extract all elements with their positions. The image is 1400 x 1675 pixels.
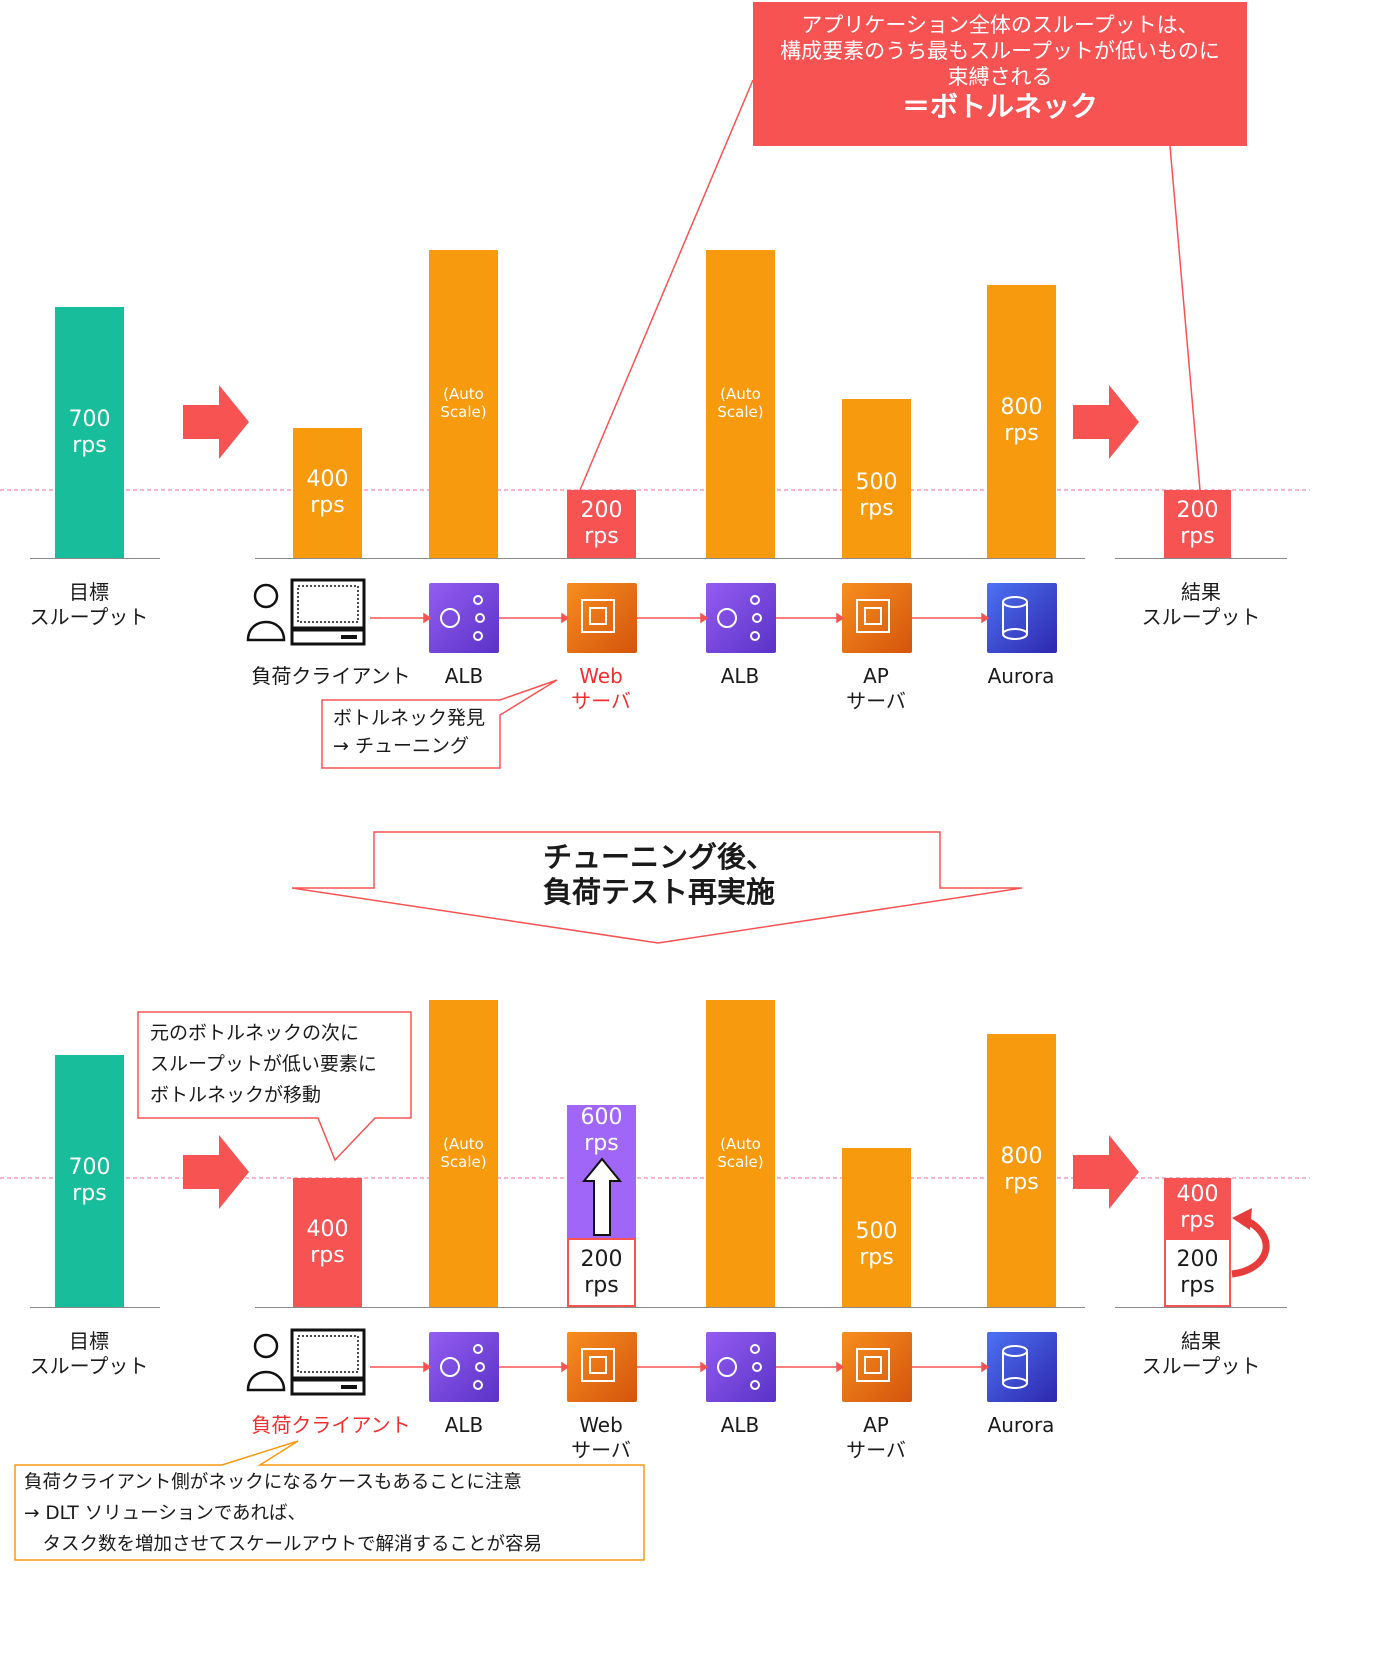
- baseline: [255, 558, 1085, 559]
- component-label-web: Web サーバ: [571, 664, 631, 713]
- alb-icon: [429, 583, 499, 653]
- client-computer-icon: [246, 578, 366, 646]
- bar-web-value: 200 rps: [580, 498, 623, 549]
- result-label: 結果 スループット: [1141, 580, 1261, 629]
- bar-alb-1: (Auto Scale): [429, 1000, 498, 1307]
- component-label-alb-2: ALB: [720, 664, 760, 688]
- target-value: 700 rps: [68, 406, 111, 458]
- component-label-web: Web サーバ: [571, 1413, 631, 1462]
- right-arrow-icon: [183, 385, 249, 459]
- baseline: [255, 1307, 1085, 1308]
- bar-aurora-value: 800 rps: [1000, 395, 1043, 446]
- ec2-icon: [842, 583, 912, 653]
- component-label-alb-2: ALB: [720, 1413, 760, 1437]
- bar-web-value: 600 rps: [580, 1105, 623, 1156]
- aurora-icon: [987, 1332, 1057, 1402]
- aurora-icon: [987, 583, 1057, 653]
- client-computer-icon: [246, 1328, 366, 1396]
- result-previous-value: 200 rps: [1176, 1246, 1219, 1298]
- bar-alb-2: (Auto Scale): [706, 250, 775, 558]
- result-previous: 200 rps: [1164, 1238, 1231, 1307]
- bar-alb-1-value: (Auto Scale): [440, 1135, 487, 1171]
- right-arrow-icon: [1073, 385, 1139, 459]
- baseline: [30, 1307, 160, 1308]
- baseline: [30, 558, 160, 559]
- component-label-ap: AP サーバ: [846, 664, 906, 713]
- bar-client-value: 400 rps: [306, 1216, 349, 1268]
- bar-ap-value: 500 rps: [855, 469, 898, 521]
- bar-aurora: 800 rps: [987, 1034, 1056, 1307]
- bar-alb-2-value: (Auto Scale): [717, 385, 764, 421]
- component-label-alb-1: ALB: [444, 664, 484, 688]
- ec2-icon: [567, 1332, 637, 1402]
- target-value: 700 rps: [68, 1155, 111, 1206]
- top-callout-text: アプリケーション全体のスループットは、 構成要素のうち最もスループットが低いもの…: [780, 13, 1220, 89]
- result-bar: 400 rps: [1164, 1178, 1231, 1238]
- ec2-icon: [567, 583, 637, 653]
- target-label: 目標 スループット: [29, 580, 149, 629]
- target-label: 目標 スループット: [29, 1329, 149, 1378]
- bar-client: 400 rps: [293, 428, 362, 558]
- component-label-aurora: Aurora: [987, 1413, 1055, 1437]
- bar-alb-1-value: (Auto Scale): [440, 385, 487, 421]
- bar-aurora: 800 rps: [987, 285, 1056, 558]
- result-value: 400 rps: [1176, 1182, 1219, 1233]
- top-callout-emphasis: ＝ボトルネック: [901, 90, 1098, 123]
- ec2-icon: [842, 1332, 912, 1402]
- bar-alb-2-value: (Auto Scale): [717, 1135, 764, 1171]
- top-callout: アプリケーション全体のスループットは、 構成要素のうち最もスループットが低いもの…: [753, 2, 1247, 146]
- alb-icon: [706, 583, 776, 653]
- component-label-client: 負荷クライアント: [251, 664, 411, 688]
- right-arrow-icon: [1073, 1135, 1139, 1209]
- curved-arrow-icon: [1231, 1208, 1270, 1278]
- bar-alb-2: (Auto Scale): [706, 1000, 775, 1307]
- up-arrow-icon: [582, 1157, 622, 1236]
- bar-ap: 500 rps: [842, 1148, 911, 1307]
- bottleneck-moved-callout: 元のボトルネックの次に スループットが低い要素に ボトルネックが移動: [150, 1022, 377, 1106]
- component-label-aurora: Aurora: [987, 664, 1055, 688]
- result-bar: 200 rps: [1164, 490, 1231, 558]
- bar-ap-value: 500 rps: [855, 1218, 898, 1270]
- component-label-client: 負荷クライアント: [251, 1413, 411, 1437]
- bar-alb-1: (Auto Scale): [429, 250, 498, 558]
- component-label-ap: AP サーバ: [846, 1413, 906, 1462]
- bar-ap: 500 rps: [842, 399, 911, 558]
- baseline: [1115, 558, 1287, 559]
- component-label-alb-1: ALB: [444, 1413, 484, 1437]
- bar-client: 400 rps: [293, 1178, 362, 1307]
- target-bar: 700 rps: [55, 1055, 124, 1307]
- result-label: 結果 スループット: [1141, 1329, 1261, 1378]
- target-bar: 700 rps: [55, 307, 124, 558]
- transition-text: チューニング後、 負荷テスト再実施: [542, 840, 775, 909]
- bar-aurora-value: 800 rps: [1000, 1144, 1043, 1195]
- bar-client-value: 400 rps: [306, 467, 349, 518]
- right-arrow-icon: [183, 1135, 249, 1209]
- alb-icon: [706, 1332, 776, 1402]
- result-value: 200 rps: [1176, 498, 1219, 549]
- bar-web-previous: 200 rps: [567, 1238, 636, 1307]
- alb-icon: [429, 1332, 499, 1402]
- bar-web: 200 rps: [567, 490, 636, 558]
- baseline: [1115, 1307, 1287, 1308]
- bottleneck-callout: ボトルネック発見 → チューニング: [333, 707, 486, 757]
- bar-web-previous-value: 200 rps: [580, 1246, 623, 1298]
- client-note-callout: 負荷クライアント側がネックになるケースもあることに注意 → DLT ソリューショ…: [24, 1472, 543, 1555]
